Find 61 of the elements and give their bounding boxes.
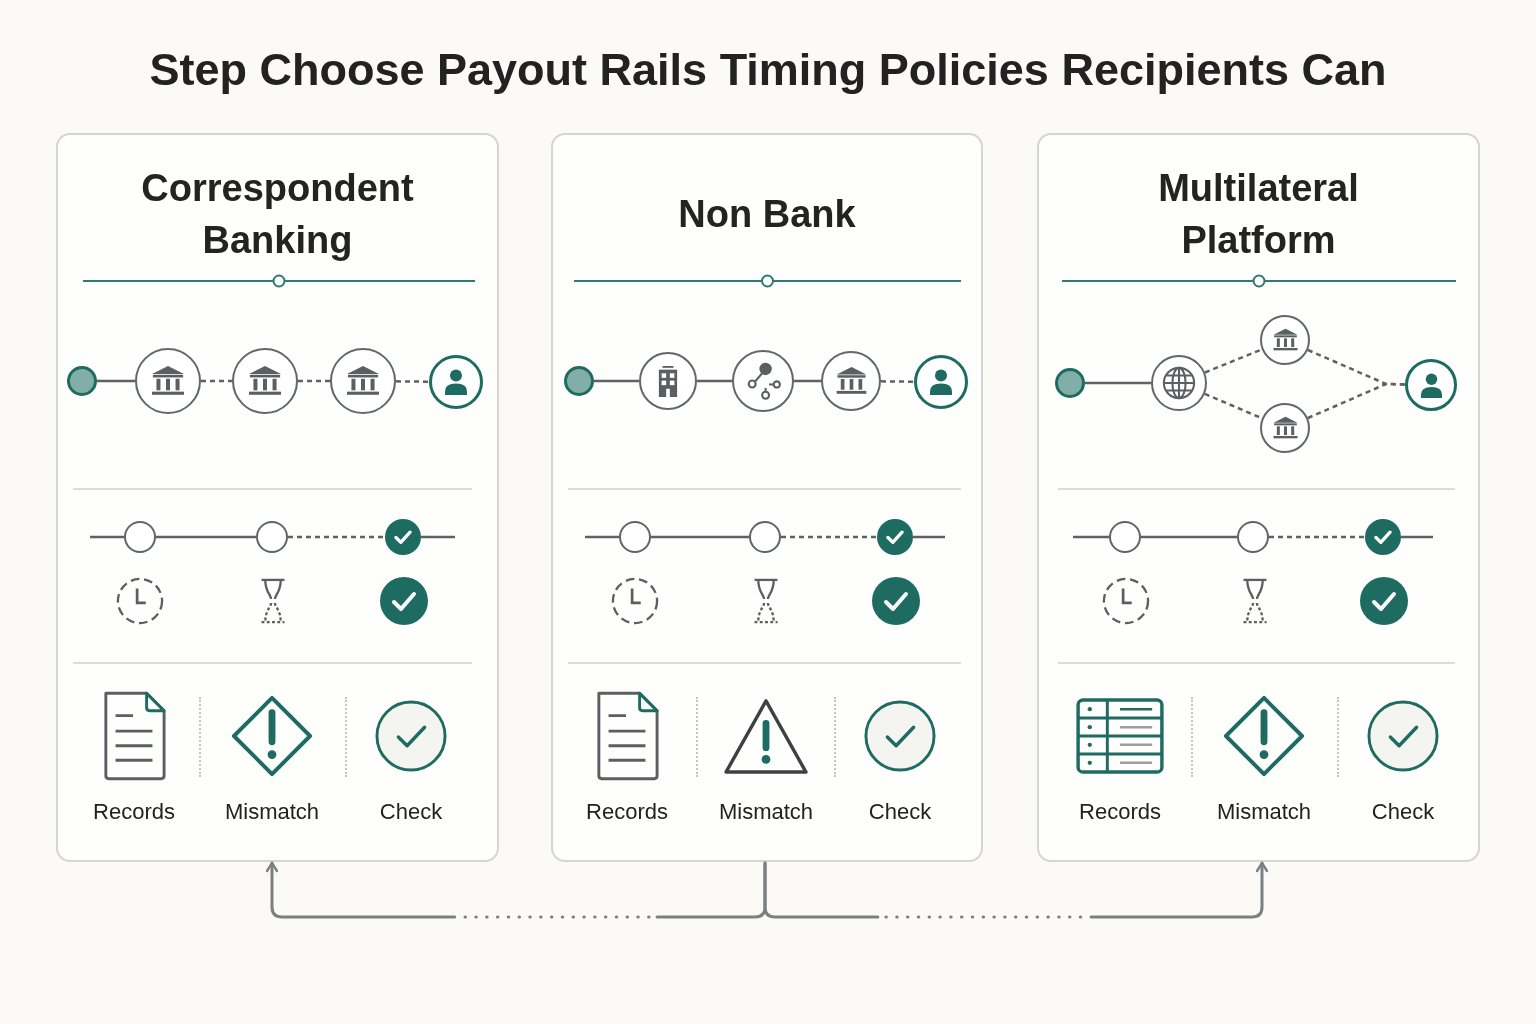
recipient-circle	[914, 355, 968, 409]
step-circle	[619, 521, 651, 553]
connector-line	[913, 535, 945, 539]
connector-line	[90, 535, 124, 539]
connector-line	[697, 379, 732, 383]
step-circle	[124, 521, 156, 553]
route-circle	[1260, 315, 1310, 365]
connector-line	[97, 379, 135, 383]
recipient-circle	[429, 355, 483, 409]
step-circle	[1237, 521, 1269, 553]
caption-text: Records	[586, 798, 668, 826]
panel-card	[1037, 133, 1480, 862]
connector-line	[1085, 381, 1151, 385]
route-circle	[821, 351, 881, 411]
step-circle	[1109, 521, 1141, 553]
recipient-circle	[1405, 359, 1457, 411]
dashed-connector-line	[201, 379, 232, 383]
caption-text: Records	[1079, 798, 1161, 826]
caption-text: Check	[1371, 798, 1435, 826]
completed-step-circle	[1365, 519, 1401, 555]
step-circle	[749, 521, 781, 553]
caption-text: Records	[93, 798, 175, 826]
dashed-connector-line	[1269, 535, 1365, 539]
connector-line	[1141, 535, 1237, 539]
dashed-connector-line	[781, 535, 877, 539]
completed-step-circle	[877, 519, 913, 555]
dashed-connector-line	[396, 380, 429, 383]
dashed-connector-line	[1204, 348, 1263, 374]
caption-text: Mismatch	[718, 798, 814, 826]
panel-heading: Non Bank	[678, 192, 856, 237]
arrow	[763, 861, 1269, 919]
arrow	[265, 861, 767, 919]
caption-text: Mismatch	[1216, 798, 1312, 826]
connector-line	[1073, 535, 1109, 539]
dashed-connector-line	[881, 380, 914, 383]
connector-line	[585, 535, 619, 539]
panel-card	[56, 133, 499, 862]
completed-step-circle	[385, 519, 421, 555]
route-circle	[639, 352, 697, 410]
connector-line	[794, 379, 821, 383]
start-dot	[67, 366, 97, 396]
panel-card	[551, 133, 983, 862]
connector-line	[651, 535, 749, 539]
panel-heading: Correspondent Banking	[140, 166, 415, 263]
start-dot	[1055, 368, 1085, 398]
connector-line	[421, 535, 455, 539]
connector-line	[156, 535, 256, 539]
step-circle	[256, 521, 288, 553]
diagram-title: Step Choose Payout Rails Timing Policies Recipients Can	[149, 43, 1387, 97]
connector-line	[1401, 535, 1433, 539]
dashed-connector-line	[288, 535, 385, 539]
caption-text: Mismatch	[224, 798, 320, 826]
route-circle	[1260, 403, 1310, 453]
caption-text: Check	[868, 798, 932, 826]
dashed-connector-line	[1307, 382, 1406, 420]
panel-heading: Multilateral Platform	[1157, 166, 1360, 263]
connector-line	[594, 379, 639, 383]
caption-text: Check	[379, 798, 443, 826]
dashed-connector-line	[298, 379, 330, 383]
route-circle	[1151, 355, 1207, 411]
start-dot	[564, 366, 594, 396]
